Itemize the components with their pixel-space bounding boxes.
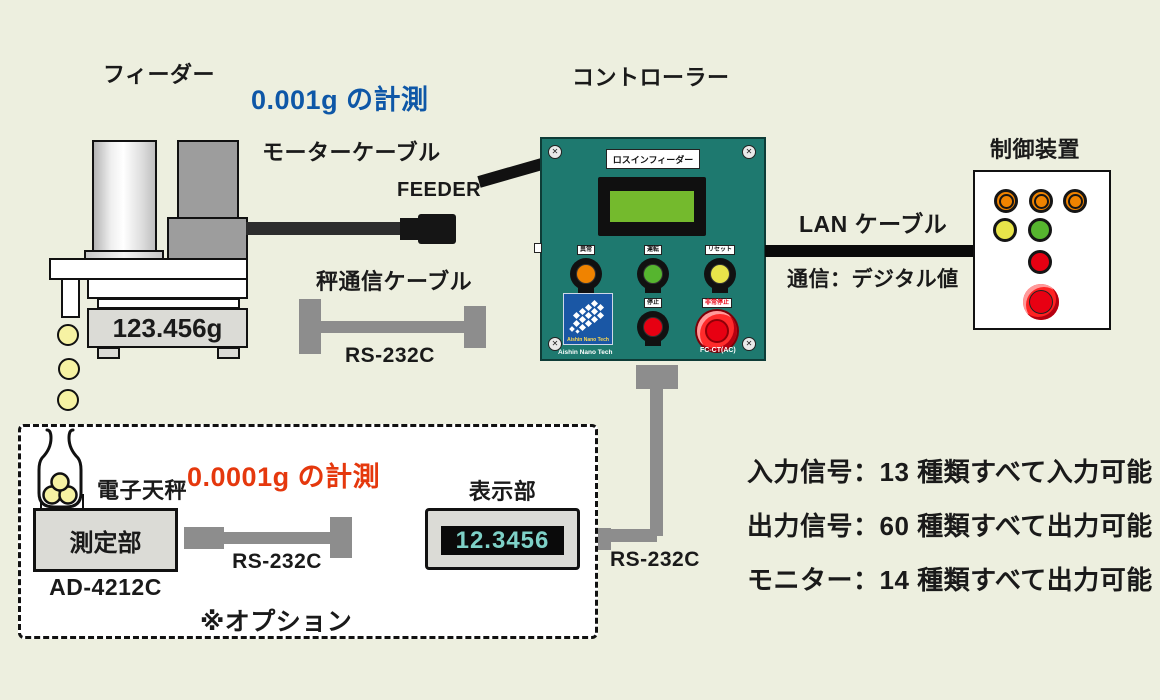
orange-lamp-icon: [1029, 189, 1053, 213]
scale-body: 123.456g: [87, 308, 248, 348]
brand-text: Aishin Nano Tech: [558, 349, 613, 356]
lcd-display: [598, 177, 706, 236]
button-reset-label: リセット: [704, 245, 735, 255]
red-lamp-icon: [1028, 250, 1052, 274]
orange-button-icon[interactable]: [576, 264, 596, 284]
option-note-label: ※オプション: [200, 608, 353, 636]
button-stop[interactable]: 停止: [631, 298, 675, 346]
screw-icon: ✕: [548, 337, 562, 351]
feeder-hopper-cylinder: [92, 140, 157, 254]
rs232c-option-label: RS-232C: [232, 550, 322, 573]
cable-line-vertical: [650, 389, 663, 536]
scale-foot-right: [217, 347, 240, 359]
rs232c-scale-label: RS-232C: [345, 344, 435, 367]
cable-connector-icon: [299, 299, 321, 354]
cable-line: [321, 321, 466, 333]
aishin-logo: Aishin Nano Tech: [563, 293, 613, 345]
cable-entry-mark: [477, 156, 548, 188]
model-text: FC-CT(AC): [700, 347, 736, 354]
lcd-screen: [610, 191, 694, 222]
monitor-spec: モニター：14 種類すべて出力可能: [747, 565, 1153, 595]
feeder-motor-lower: [167, 217, 248, 260]
balance-model-label: AD-4212C: [49, 574, 162, 600]
measurement-0001-label: 0.0001g の計測: [187, 462, 381, 492]
input-signal-spec: 入力信号：13 種類すべて入力可能: [747, 457, 1153, 487]
measuring-unit-label: 測定部: [69, 529, 142, 557]
button-run-label: 運転: [643, 245, 662, 255]
scale-foot-left: [97, 347, 120, 359]
feeder-base-plate: [87, 278, 248, 299]
feeder-connector-label: FEEDER: [397, 179, 482, 201]
yellow-lamp-icon: [993, 218, 1017, 242]
screw-icon: ✕: [742, 337, 756, 351]
powder-ball-icon: [57, 389, 79, 411]
scale-weight-readout: 123.456g: [112, 312, 223, 343]
comm-digital-label: 通信：デジタル値: [787, 268, 959, 291]
control-device-box: [973, 170, 1111, 330]
logo-text: Aishin Nano Tech: [567, 337, 609, 343]
emergency-lamp-icon: [1023, 284, 1059, 320]
display-value: 12.3456: [455, 526, 550, 554]
lan-cable-line: [765, 245, 974, 257]
yellow-button-icon[interactable]: [710, 264, 730, 284]
screw-icon: ✕: [548, 145, 562, 159]
cable-plug-body-icon: [418, 214, 456, 244]
button-run[interactable]: 運転: [631, 245, 675, 293]
button-emergency-stop[interactable]: 非常停止: [695, 298, 739, 351]
controller-panel: ✕ ✕ ✕ ✕ ロスインフィーダー 異常 運転 リセット 停止 非常停止: [540, 137, 766, 361]
motor-cable-label: モーターケーブル: [262, 140, 441, 165]
button-reset[interactable]: リセット: [698, 245, 742, 293]
cable-connector-icon: [464, 306, 486, 348]
measuring-unit-box: 測定部: [33, 508, 178, 572]
motor-cable-line: [246, 222, 402, 235]
screw-icon: ✕: [742, 145, 756, 159]
logo-diamond-pattern-icon: [569, 299, 605, 334]
powder-ball-icon: [57, 324, 79, 346]
control-device-title: 制御装置: [990, 137, 1081, 162]
emergency-button-ring: [697, 311, 737, 351]
emergency-button-icon[interactable]: [705, 319, 729, 343]
feeder-motor-upper: [177, 140, 239, 220]
feeder-title: フィーダー: [103, 62, 216, 87]
display-screen: 12.3456: [441, 526, 564, 555]
orange-lamp-icon: [994, 189, 1018, 213]
flask-icon: [37, 428, 83, 509]
button-stop-base: [637, 311, 669, 346]
lan-cable-label: LAN ケーブル: [799, 211, 948, 237]
controller-title: コントローラー: [572, 65, 730, 90]
display-unit-label: 表示部: [468, 479, 537, 504]
cable-line-horizontal: [609, 529, 657, 542]
cable-plug-neck-icon: [400, 218, 419, 240]
feeder-outlet-spout: [61, 278, 80, 318]
display-unit-box: 12.3456: [425, 508, 580, 570]
feeder-platform: [49, 258, 248, 280]
powder-ball-icon: [58, 358, 80, 380]
measurement-001-label: 0.001g の計測: [251, 85, 429, 115]
balance-label: 電子天秤: [97, 478, 188, 503]
button-reset-base: [704, 258, 736, 293]
cable-connector-icon: [330, 517, 352, 558]
button-run-base: [637, 258, 669, 293]
cable-connector-icon: [184, 527, 224, 549]
orange-lamp-icon: [1063, 189, 1087, 213]
rs232c-controller-label: RS-232C: [610, 548, 700, 571]
green-button-icon[interactable]: [643, 264, 663, 284]
signal-specs: 入力信号：13 種類すべて入力可能 出力信号：60 種類すべて出力可能 モニター…: [747, 452, 1153, 614]
cable-connector-icon: [636, 365, 678, 389]
cable-line: [224, 532, 331, 544]
button-alarm-label: 異常: [576, 245, 595, 255]
controller-nameplate: ロスインフィーダー: [606, 149, 700, 169]
output-signal-spec: 出力信号：60 種類すべて出力可能: [747, 511, 1153, 541]
button-alarm-base: [570, 258, 602, 293]
side-port-icon: [534, 243, 542, 253]
button-stop-label: 停止: [643, 298, 662, 308]
scale-cable-label: 秤通信ケーブル: [316, 269, 473, 294]
green-lamp-icon: [1028, 218, 1052, 242]
button-alarm[interactable]: 異常: [564, 245, 608, 293]
red-button-icon[interactable]: [643, 317, 663, 337]
button-emergency-label: 非常停止: [701, 298, 732, 308]
